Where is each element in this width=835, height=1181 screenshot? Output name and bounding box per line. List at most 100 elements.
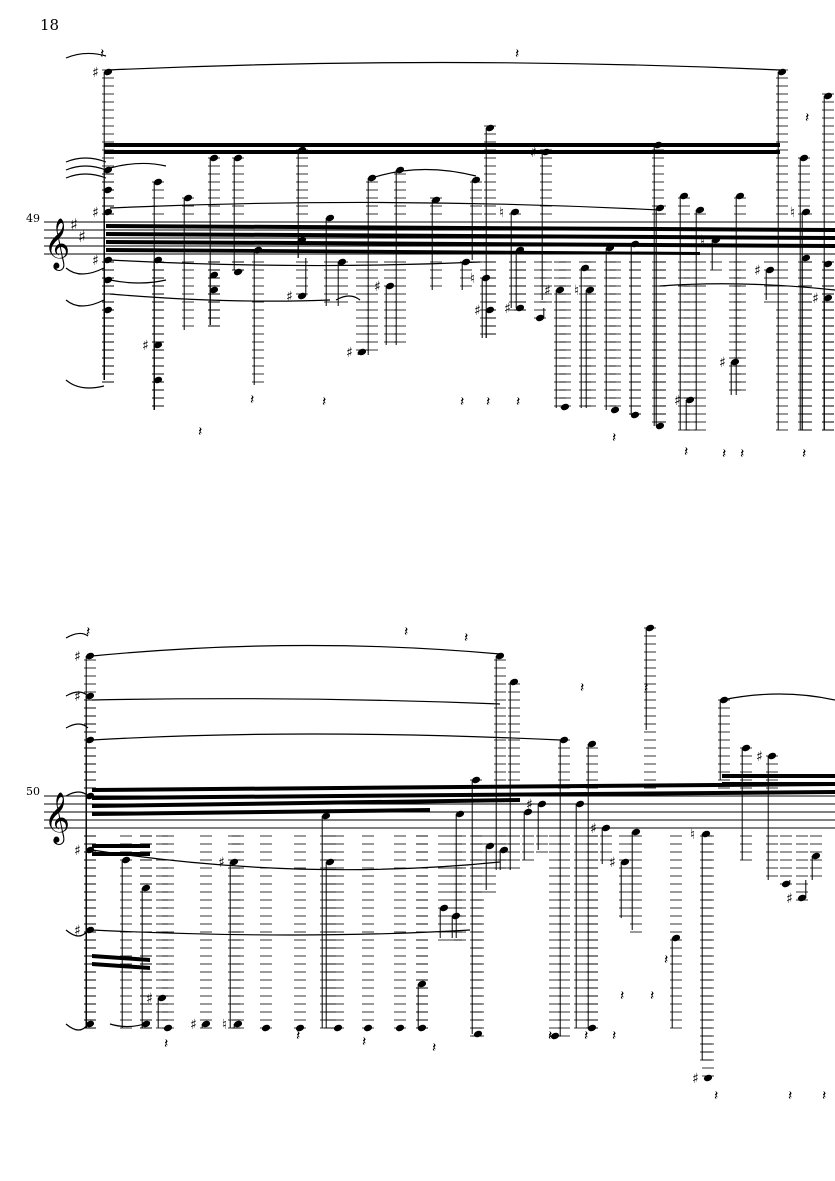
sharp-icon: ♯ [74, 923, 81, 939]
sharp-icon: ♯ [346, 345, 353, 361]
sharp-icon: ♯ [74, 843, 81, 859]
sharp-icon: ♯ [754, 263, 761, 279]
sharp-icon: ♯ [590, 821, 597, 837]
notehead [103, 166, 113, 174]
note-group: ♯♯♯♯♯♯♯♮♯♯♯♮♯♯♯𝄽𝄽𝄽𝄽𝄽𝄽𝄽𝄽𝄽𝄽𝄽𝄽𝄽𝄽𝄽𝄽𝄽𝄽 [74, 624, 826, 1104]
notehead [555, 286, 565, 294]
notehead [585, 286, 595, 294]
sharp-icon: ♯ [530, 145, 537, 161]
svg-text:♯: ♯ [70, 215, 78, 234]
notehead [85, 1020, 95, 1028]
natural-icon: ♮ [790, 205, 795, 221]
notehead [515, 246, 525, 254]
rest-icon: 𝄽 [548, 1028, 552, 1044]
notehead [703, 1074, 713, 1082]
notehead [695, 206, 705, 214]
notehead [395, 166, 405, 174]
treble-clef-icon: 𝄞 [44, 218, 70, 271]
notehead [655, 422, 665, 430]
notehead [455, 810, 465, 818]
slur-group [65, 632, 835, 1031]
beam-group [92, 774, 835, 970]
notehead [325, 214, 335, 222]
rest-icon: 𝄽 [516, 394, 520, 410]
notehead [153, 341, 163, 349]
staff-system: 𝄞 ♯ ♯ ♯ ♯ ♯ ♯ ♯ ♮ ♯ ♯ ♯ ♮ [44, 624, 835, 1104]
rest-icon: 𝄽 [432, 1040, 436, 1056]
rest-icon: 𝄽 [612, 430, 616, 446]
notehead [653, 141, 663, 149]
svg-text:♯: ♯ [78, 227, 86, 246]
notehead [523, 808, 533, 816]
sharp-icon: ♯ [692, 1071, 699, 1087]
rest-icon: 𝄽 [714, 1088, 718, 1104]
rest-icon: 𝄽 [584, 1028, 588, 1044]
notehead [537, 800, 547, 808]
notehead [811, 852, 821, 860]
notehead [209, 271, 219, 279]
sharp-icon: ♯ [92, 253, 99, 269]
sharp-icon: ♯ [786, 891, 793, 907]
sharp-icon: ♯ [756, 749, 763, 765]
rest-icon: 𝄽 [612, 1028, 616, 1044]
notehead [495, 652, 505, 660]
sharp-icon: ♯ [218, 855, 225, 871]
rest-icon: 𝄽 [460, 394, 464, 410]
measure-number: 49 [26, 212, 40, 225]
sharp-icon: ♯ [544, 283, 551, 299]
notehead [610, 406, 620, 414]
sharp-icon: ♯ [474, 303, 481, 319]
notehead [601, 824, 611, 832]
rest-icon: 𝄽 [740, 446, 744, 462]
rest-icon: 𝄽 [164, 1036, 168, 1052]
notehead [730, 358, 740, 366]
rest-icon: 𝄽 [644, 680, 648, 696]
rest-icon: 𝄽 [722, 446, 726, 462]
beam-group [104, 143, 835, 255]
treble-clef-icon: 𝄞 [44, 792, 70, 845]
natural-icon: ♮ [690, 827, 695, 843]
natural-icon: ♮ [700, 233, 705, 249]
rest-icon: 𝄽 [464, 630, 468, 646]
rest-icon: 𝄽 [322, 394, 326, 410]
sharp-icon: ♯ [286, 289, 293, 305]
rest-icon: 𝄽 [86, 624, 90, 640]
sharp-icon: ♯ [374, 279, 381, 295]
notehead [367, 174, 377, 182]
notehead [575, 800, 585, 808]
rest-icon: 𝄽 [805, 110, 809, 126]
rest-icon: 𝄽 [100, 46, 104, 62]
notehead [823, 294, 833, 302]
sharp-icon: ♯ [74, 649, 81, 665]
notehead [209, 286, 219, 294]
sharp-icon: ♯ ♯ [70, 215, 86, 246]
sharp-icon: ♯ [146, 991, 153, 1007]
notehead [321, 812, 331, 820]
sharp-icon: ♯ [609, 855, 616, 871]
rest-icon: 𝄽 [486, 394, 490, 410]
notehead [233, 1020, 243, 1028]
rest-icon: 𝄽 [664, 952, 668, 968]
sharp-icon: ♯ [74, 689, 81, 705]
page-number: 18 [40, 16, 60, 34]
rest-icon: 𝄽 [580, 680, 584, 696]
rest-icon: 𝄽 [822, 1088, 826, 1104]
slur-group [65, 52, 835, 389]
notehead [417, 980, 427, 988]
natural-icon: ♮ [222, 1017, 227, 1033]
notehead [85, 652, 95, 660]
notehead [85, 792, 95, 800]
measure-number: 50 [26, 785, 40, 798]
rest-icon: 𝄽 [650, 988, 654, 1004]
rest-icon: 𝄽 [684, 444, 688, 460]
natural-icon: ♮ [470, 271, 475, 287]
note-group: ♯♯♯♯♯♯♯♮♯♮♯♯♯♮♯♮♯♯♮♯𝄽𝄽𝄽𝄽𝄽𝄽𝄽𝄽𝄽𝄽𝄽𝄽𝄽𝄽 [92, 46, 834, 462]
notehead [85, 692, 95, 700]
notehead [253, 246, 263, 254]
rest-icon: 𝄽 [404, 624, 408, 640]
natural-icon: ♮ [574, 283, 579, 299]
notehead [631, 828, 641, 836]
rest-icon: 𝄽 [296, 1028, 300, 1044]
sharp-icon: ♯ [190, 1017, 197, 1033]
